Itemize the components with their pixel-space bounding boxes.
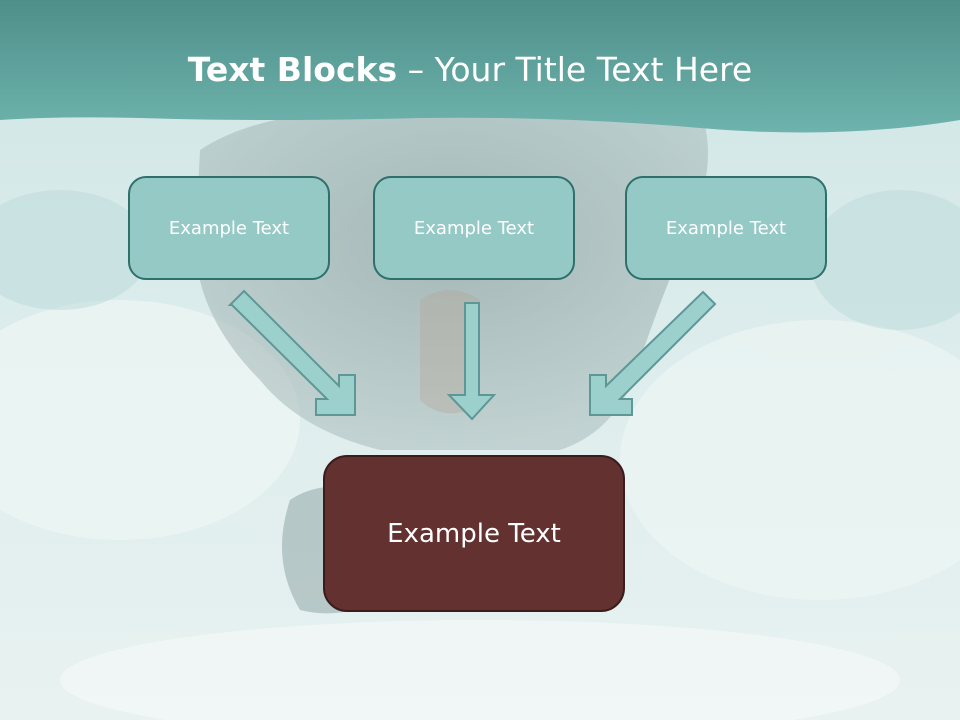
title-bold-part: Text Blocks xyxy=(187,50,398,89)
text-block-center[interactable]: Example Text xyxy=(373,176,575,280)
text-block-left-label: Example Text xyxy=(168,217,290,239)
text-block-bottom[interactable]: Example Text xyxy=(323,455,625,612)
title-separator: – xyxy=(397,50,435,89)
text-block-bottom-label: Example Text xyxy=(387,518,561,549)
text-block-right-label: Example Text xyxy=(665,217,787,239)
title-rest: Your Title Text Here xyxy=(434,50,753,89)
text-block-right[interactable]: Example Text xyxy=(625,176,827,280)
text-block-center-label: Example Text xyxy=(413,217,535,239)
text-block-left[interactable]: Example Text xyxy=(128,176,330,280)
slide-title: Text Blocks – Your Title Text Here xyxy=(0,50,940,89)
